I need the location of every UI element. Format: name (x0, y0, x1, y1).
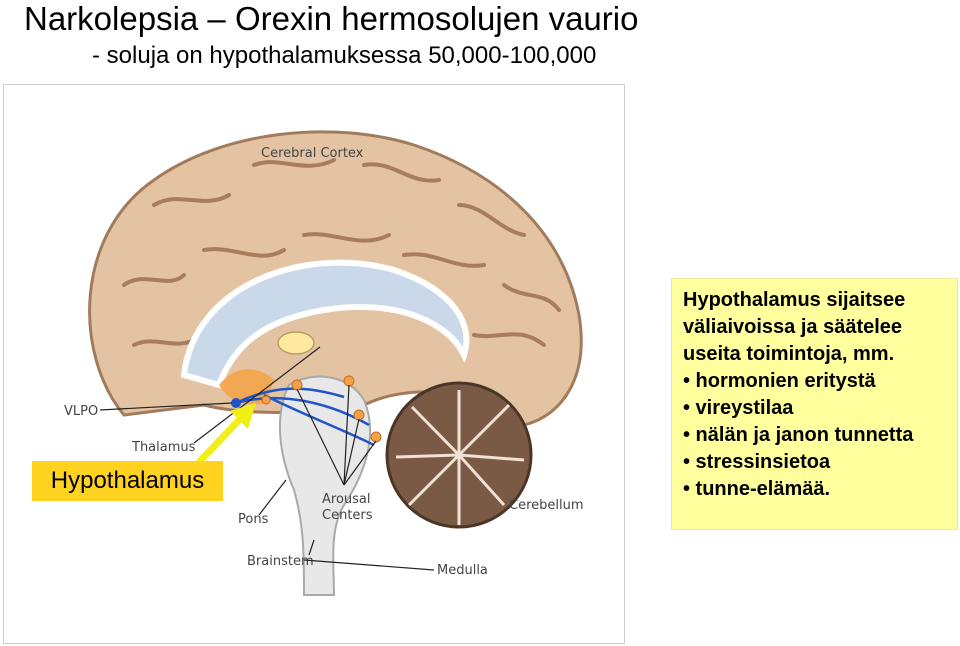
info-bullet: • stressinsietoa (683, 449, 957, 476)
vlpo-point (231, 398, 241, 408)
slide-subtitle: - soluja on hypothalamuksessa 50,000-100… (92, 42, 596, 70)
info-box: Hypothalamus sijaitsee väliaivoissa ja s… (671, 278, 958, 530)
label-arousal: Arousal (322, 492, 371, 507)
label-thalamus: Thalamus (131, 440, 196, 455)
slide-title: Narkolepsia – Orexin hermosolujen vaurio (24, 0, 638, 38)
brain-illustration: Cerebral Cortex VLPO Thalamus Pons Arous… (3, 84, 625, 644)
info-line: useita toimintoja, mm. (683, 341, 957, 368)
info-bullet: • tunne-elämää. (683, 476, 957, 503)
info-line: väliaivoissa ja säätelee (683, 314, 957, 341)
info-bullet: • vireystilaa (683, 395, 957, 422)
label-brainstem: Brainstem (247, 554, 314, 569)
label-medulla: Medulla (437, 563, 488, 578)
label-centers: Centers (322, 508, 373, 523)
thalamus-shape (278, 332, 314, 354)
info-bullet: • hormonien eritystä (683, 368, 957, 395)
label-cerebellum: Cerebellum (509, 498, 584, 513)
label-pons: Pons (238, 512, 269, 527)
label-cerebral-cortex: Cerebral Cortex (261, 146, 364, 161)
label-vlpo: VLPO (64, 404, 98, 419)
info-line: Hypothalamus sijaitsee (683, 287, 957, 314)
brain-diagram: Cerebral Cortex VLPO Thalamus Pons Arous… (4, 85, 624, 643)
info-bullet: • nälän ja janon tunnetta (683, 422, 957, 449)
hypothalamus-callout: Hypothalamus (32, 461, 223, 501)
